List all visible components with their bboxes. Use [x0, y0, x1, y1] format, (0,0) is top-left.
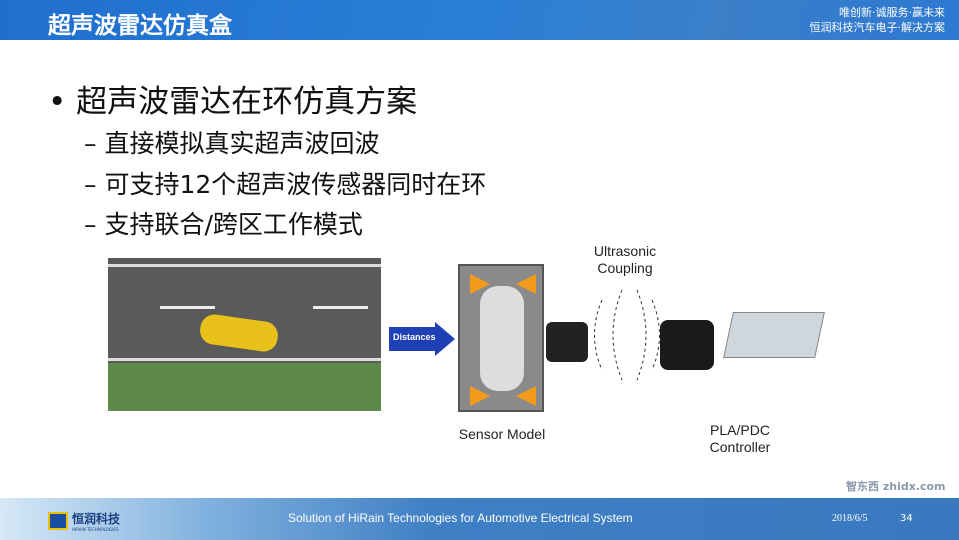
sub-bullet-1: – 直接模拟真实超声波回波 — [84, 129, 380, 158]
slide-title: 超声波雷达仿真盒 — [48, 13, 232, 39]
ultrasonic-waves-icon — [594, 289, 660, 381]
footer-caption: Solution of HiRain Technologies for Auto… — [288, 511, 633, 525]
sensor-model-image — [458, 264, 544, 412]
footer-date: 2018/6/5 — [832, 513, 868, 524]
arrow-label: Distances — [393, 332, 436, 342]
controller-label: PLA/PDC Controller — [709, 422, 771, 455]
distances-arrow: Distances — [389, 322, 455, 356]
logo-mark-icon — [48, 512, 68, 530]
main-bullet-text: 超声波雷达在环仿真方案 — [76, 84, 418, 120]
page-number: 34 — [900, 513, 913, 524]
sensor-model-label: Sensor Model — [458, 426, 546, 442]
company-name-en: HIRAIN TECHNOLOGIES — [72, 527, 119, 532]
main-bullet: • 超声波雷达在环仿真方案 — [48, 84, 418, 120]
slogan: 唯创新·诚服务·赢未来 恒润科技汽车电子·解决方案 — [810, 5, 946, 35]
ecu-image — [723, 312, 825, 358]
coupling-label: Ultrasonic Coupling — [593, 243, 657, 276]
controller-sensor-image — [660, 320, 714, 370]
slogan-line-1: 唯创新·诚服务·赢未来 — [839, 6, 945, 19]
road-image — [108, 258, 381, 411]
company-name: 恒润科技 — [72, 512, 121, 526]
header-bar: 超声波雷达仿真盒 唯创新·诚服务·赢未来 恒润科技汽车电子·解决方案 — [0, 0, 959, 40]
watermark: 智东西 zhidx.com — [846, 480, 946, 493]
sub-bullet-3: – 支持联合/跨区工作模式 — [84, 210, 363, 239]
slogan-line-2: 恒润科技汽车电子·解决方案 — [809, 21, 946, 34]
sub-bullet-2: – 可支持12个超声波传感器同时在环 — [84, 170, 487, 199]
ultrasonic-sensor-image — [546, 322, 588, 362]
